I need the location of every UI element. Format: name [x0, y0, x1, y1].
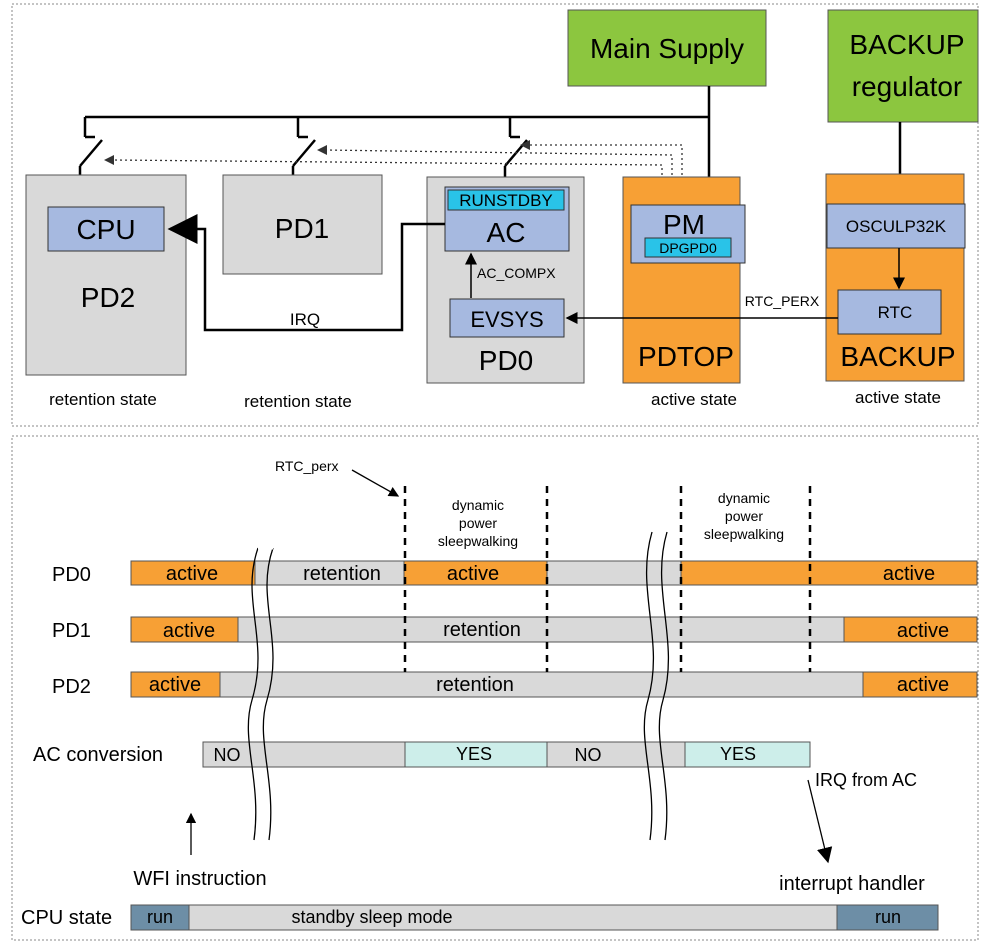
main-supply-label: Main Supply	[590, 33, 744, 64]
pd2-seg-active-1-label: active	[149, 674, 201, 696]
dyn1-line3: sleepwalking	[438, 533, 518, 549]
ac-seg-no-1	[202, 741, 406, 768]
pd1-row-label: PD1	[52, 620, 91, 642]
cpu-seg-standby	[188, 904, 838, 931]
ac-seg-yes-1-label: YES	[456, 744, 492, 764]
cpu-seg-run-2	[836, 904, 939, 931]
pd2-seg-active-1	[130, 671, 221, 698]
rtc-box	[837, 289, 942, 335]
backup-regulator-box	[827, 9, 979, 123]
dyn1-line2: power	[459, 515, 497, 531]
pd0-seg-active-1-label: active	[166, 563, 218, 585]
runstdby-label: RUNSTDBY	[459, 191, 553, 210]
pd0-seg-active-2	[403, 560, 548, 586]
pd1-seg-active-1	[130, 616, 239, 643]
cpu-box	[47, 206, 165, 252]
control-arrowhead-pd2	[104, 155, 114, 165]
pd1-seg-retention-label: retention	[443, 619, 521, 641]
pd2-state: retention state	[49, 390, 157, 409]
cpu-label: CPU	[76, 214, 135, 245]
rtc-label: RTC	[878, 303, 913, 322]
pd2-row-label: PD2	[52, 676, 91, 698]
pdtop-state: active state	[651, 390, 737, 409]
pm-control-lines	[111, 144, 683, 205]
pd2-seg-active-2-label: active	[897, 674, 949, 696]
evsys-label: EVSYS	[470, 307, 543, 332]
top-panel-border	[11, 3, 979, 427]
pd0-row-label: PD0	[52, 564, 91, 586]
irq-line	[167, 214, 445, 332]
timing-markers	[403, 486, 812, 672]
backup-regulator-label-2: regulator	[852, 71, 963, 102]
pd0-seg-retention	[254, 560, 405, 586]
ac-seg-yes-1	[404, 741, 548, 768]
cpu-seg-run-1	[130, 904, 190, 931]
dyn2-line1: dynamic	[718, 490, 770, 506]
pd1-seg-active-2-label: active	[897, 620, 949, 642]
pd0-seg-active-2-label: active	[447, 563, 499, 585]
pd0-seg-retention-label: retention	[303, 563, 381, 585]
ac-seg-yes-2	[684, 741, 811, 768]
dyn2-line2: power	[725, 508, 763, 524]
ac-row-label: AC conversion	[33, 744, 163, 766]
dpgpd0-label: DPGPD0	[659, 240, 717, 256]
pd1-state: retention state	[244, 392, 352, 411]
ac-seg-no-2	[546, 741, 686, 768]
pd0-seg-active-3-label: active	[883, 563, 935, 585]
ac-seg-no-2-label: NO	[575, 745, 602, 765]
time-break-left	[247, 546, 274, 841]
backup-state: active state	[855, 388, 941, 407]
pd1-box	[222, 174, 383, 275]
backup-regulator-label-1: BACKUP	[849, 29, 964, 60]
rtc-perx-timing-label: RTC_perx	[275, 458, 339, 474]
time-break-right	[643, 531, 670, 841]
dyn1-line1: dynamic	[452, 497, 504, 513]
runstdby-badge	[447, 189, 565, 211]
ac-seg-yes-2-label: YES	[720, 744, 756, 764]
pd2-seg-retention	[219, 671, 864, 698]
osc-box	[826, 203, 966, 249]
evsys-box	[449, 298, 565, 338]
cpu-seg-run-2-label: run	[875, 907, 901, 927]
ac-label: AC	[487, 217, 526, 248]
cpu-seg-standby-label: standby sleep mode	[291, 907, 452, 927]
pd0-seg-active-3	[680, 560, 978, 586]
cpu-seg-run-1-label: run	[147, 907, 173, 927]
rtc-perx-label: RTC_PERX	[745, 293, 820, 309]
pd2-box	[25, 174, 187, 376]
pd1-label: PD1	[275, 213, 329, 244]
power-wiring	[78, 86, 902, 177]
pd2-label: PD2	[81, 282, 135, 313]
backup-label: BACKUP	[840, 341, 955, 372]
ac-compx-label: AC_COMPX	[477, 265, 556, 281]
osc-label: OSCULP32K	[846, 217, 947, 236]
pd0-seg-active-1	[130, 560, 256, 586]
wfi-label: WFI instruction	[133, 868, 266, 890]
dpgpd0-badge	[644, 237, 732, 258]
main-supply-box	[567, 9, 767, 87]
interrupt-handler-label: interrupt handler	[779, 873, 925, 895]
pd1-seg-retention	[237, 616, 845, 643]
pd1-seg-active-2	[843, 616, 978, 643]
irq-from-ac-arrow	[807, 779, 833, 864]
pd0-label: PD0	[479, 345, 533, 376]
cpu-row-label: CPU state	[21, 907, 112, 929]
ac-seg-no-1-label: NO	[214, 745, 241, 765]
irq-from-ac-label: IRQ from AC	[815, 770, 917, 790]
dyn2-line3: sleepwalking	[704, 526, 784, 542]
pd2-seg-retention-label: retention	[436, 674, 514, 696]
pd2-seg-active-2	[862, 671, 978, 698]
pd0-seg-retention-2	[546, 560, 682, 586]
bottom-panel-border	[11, 435, 979, 941]
pd1-seg-active-1-label: active	[163, 620, 215, 642]
pdtop-label: PDTOP	[638, 341, 734, 372]
irq-label: IRQ	[290, 310, 320, 329]
control-arrowhead-pd0	[520, 140, 530, 150]
rtc-perx-timing-arrow	[351, 469, 400, 497]
control-arrowhead-pd1	[317, 145, 327, 155]
pm-label: PM	[663, 209, 705, 240]
